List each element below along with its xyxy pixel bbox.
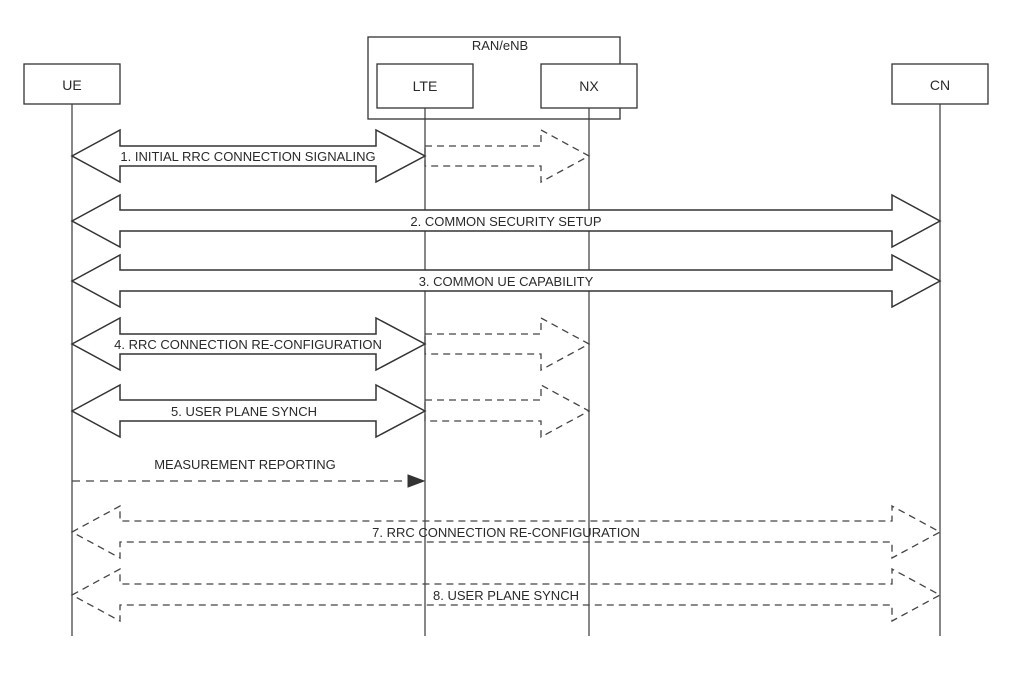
message-8-label: 8. USER PLANE SYNCH [433,588,579,603]
message-4-arrow-lte [70,316,427,372]
message-5-label: 5. USER PLANE SYNCH [171,404,317,419]
message-1-label: 1. INITIAL RRC CONNECTION SIGNALING [120,149,375,164]
message-6: MEASUREMENT REPORTING [72,457,426,488]
message-6-arrowhead [407,474,426,488]
node-lte-label: LTE [413,78,438,94]
message-7-label: 7. RRC CONNECTION RE-CONFIGURATION [372,525,640,540]
node-lte: LTE [376,63,474,109]
message-4-label: 4. RRC CONNECTION RE-CONFIGURATION [114,337,382,352]
message-2-label: 2. COMMON SECURITY SETUP [410,214,601,229]
node-cn-label: CN [930,77,950,93]
message-7: 7. RRC CONNECTION RE-CONFIGURATION [70,504,942,560]
message-8: 8. USER PLANE SYNCH [70,567,942,623]
message-5-arrow-nx [424,383,591,439]
message-3-label: 3. COMMON UE CAPABILITY [419,274,594,289]
message-1-arrow-lte [70,128,427,184]
node-ue: UE [23,63,121,105]
message-1-arrow-nx [424,128,591,184]
message-1: 1. INITIAL RRC CONNECTION SIGNALING [70,128,591,184]
message-8-arrow [70,567,942,623]
message-6-label: MEASUREMENT REPORTING [154,457,336,472]
message-5: 5. USER PLANE SYNCH [70,383,591,439]
message-5-arrow-lte [70,383,427,439]
message-2-arrow [70,193,942,249]
message-2: 2. COMMON SECURITY SETUP [70,193,942,249]
message-4-arrow-nx [424,316,591,372]
ran-enb-group-label: RAN/eNB [472,38,528,53]
message-4: 4. RRC CONNECTION RE-CONFIGURATION [70,316,591,372]
node-ue-label: UE [62,77,81,93]
node-nx-label: NX [579,78,599,94]
message-7-arrow [70,504,942,560]
node-cn: CN [891,63,989,105]
message-3: 3. COMMON UE CAPABILITY [70,253,942,309]
message-3-arrow [70,253,942,309]
node-nx: NX [540,63,638,109]
